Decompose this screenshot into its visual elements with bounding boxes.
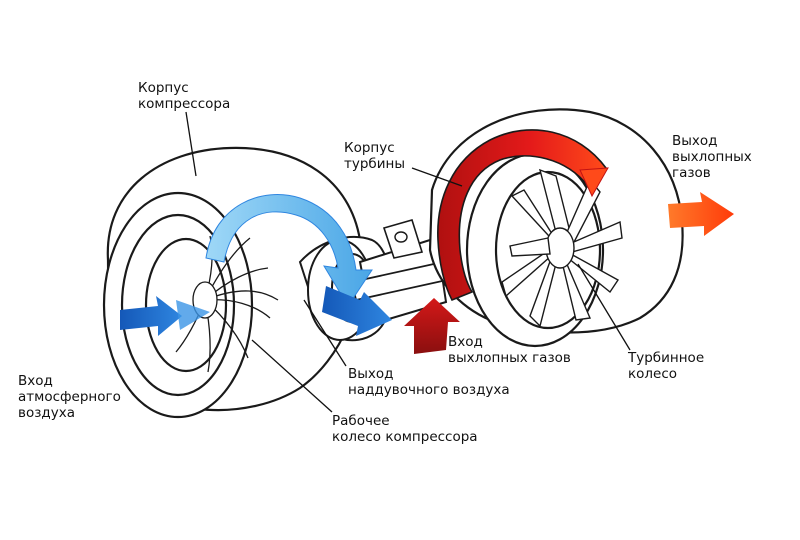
atmospheric-inlet-arrow — [120, 296, 182, 336]
exhaust-inlet-arrow — [404, 298, 460, 354]
leader-boost-outlet — [303, 299, 347, 367]
label-exhaust-outlet: Выход выхлопных газов — [672, 133, 752, 181]
label-exhaust-inlet: Вход выхлопных газов — [448, 334, 571, 366]
boost-air-outlet-arrow — [322, 286, 392, 336]
turbine-hot-gas-volute — [437, 129, 608, 302]
label-boost-outlet: Выход наддувочного воздуха — [348, 366, 510, 398]
compressor-wheel-art — [175, 235, 279, 373]
label-turbine-housing: Корпус турбины — [344, 140, 406, 172]
hot-gas-arrowhead — [579, 167, 609, 198]
label-compressor-wheel: Рабочее колесо компрессора — [332, 413, 478, 445]
atmospheric-inlet-arrow-tip — [176, 300, 210, 330]
leader-compressor-wheel — [251, 339, 333, 413]
leader-turbine-wheel — [577, 263, 631, 351]
leader-compressor-housing — [185, 111, 197, 177]
label-atmospheric-inlet: Вход атмосферного воздуха — [18, 373, 121, 421]
exhaust-outlet-arrow — [668, 192, 734, 236]
compressed-air-loop-arrow — [205, 194, 373, 307]
label-turbine-wheel: Турбинное колесо — [628, 350, 705, 382]
leader-turbine-housing — [411, 167, 463, 187]
turbine-wheel-art — [501, 168, 623, 328]
label-compressor-housing: Корпус компрессора — [138, 80, 231, 112]
